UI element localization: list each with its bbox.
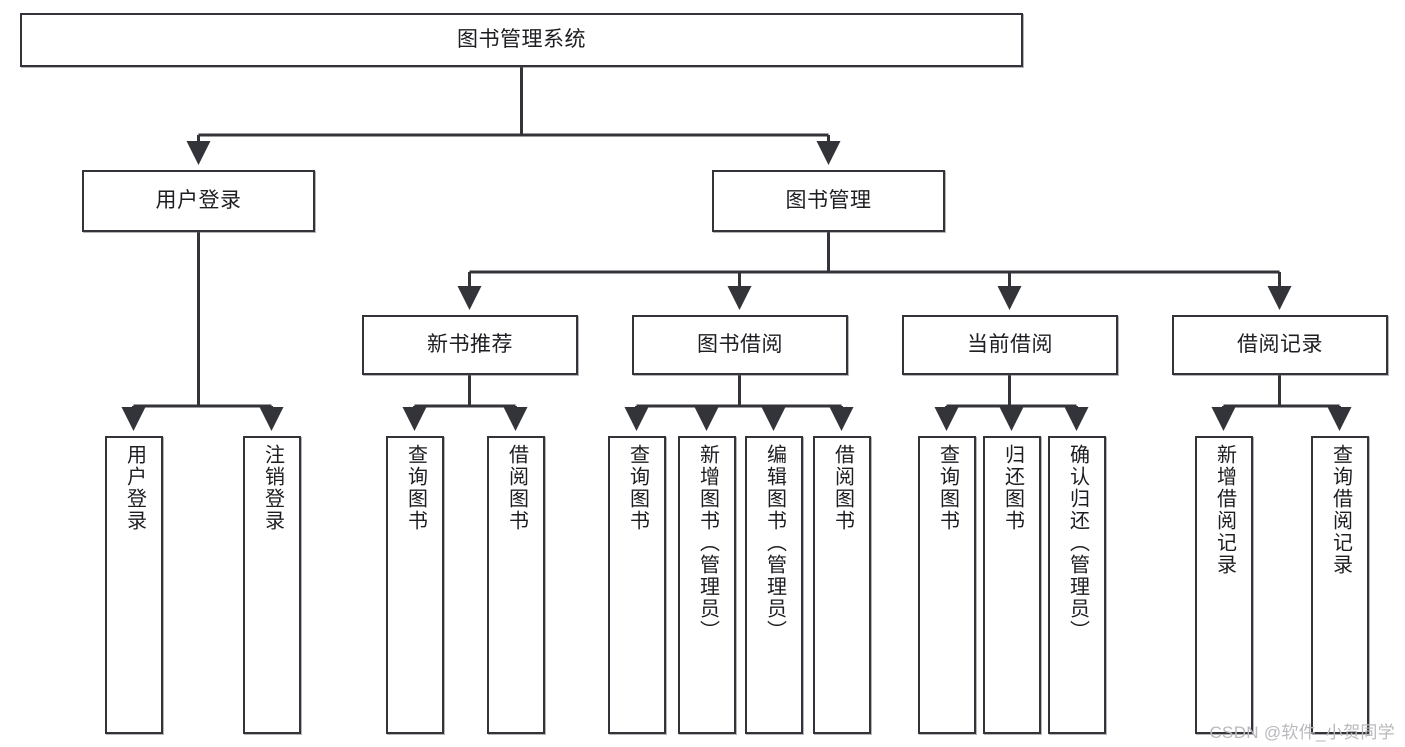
node-borrow-records[interactable]: 借阅记录 xyxy=(1172,315,1388,375)
node-label: 查询图书 xyxy=(936,444,959,532)
node-leaf-borrow-book-recommend[interactable]: 借阅图书 xyxy=(487,436,545,734)
node-new-book-recommend[interactable]: 新书推荐 xyxy=(362,315,578,375)
node-label: 查询借阅记录 xyxy=(1329,444,1352,576)
node-label: 用户登录 xyxy=(123,444,146,532)
node-label: 图书管理系统 xyxy=(457,27,586,51)
node-leaf-query-borrow-record[interactable]: 查询借阅记录 xyxy=(1311,436,1369,734)
node-label: 借阅图书 xyxy=(831,444,854,532)
node-leaf-add-book-admin[interactable]: 新增图书（管理员） xyxy=(678,436,736,734)
node-label: 图书管理 xyxy=(785,188,872,212)
node-leaf-logout[interactable]: 注销登录 xyxy=(243,436,301,734)
node-leaf-return-book[interactable]: 归还图书 xyxy=(983,436,1041,734)
node-label: 当前借阅 xyxy=(967,332,1053,356)
node-leaf-add-borrow-record[interactable]: 新增借阅记录 xyxy=(1195,436,1253,734)
node-label: 新书推荐 xyxy=(427,332,513,356)
node-label: 图书借阅 xyxy=(697,332,783,356)
node-label: 用户登录 xyxy=(155,188,242,212)
node-label: 借阅图书 xyxy=(505,444,528,532)
node-current-borrow[interactable]: 当前借阅 xyxy=(902,315,1118,375)
node-label: 确认归还（管理员） xyxy=(1066,444,1089,642)
node-label: 归还图书 xyxy=(1001,444,1024,532)
node-label: 注销登录 xyxy=(261,444,284,532)
node-label: 新增图书（管理员） xyxy=(696,444,719,642)
node-label: 新增借阅记录 xyxy=(1213,444,1236,576)
node-user-login[interactable]: 用户登录 xyxy=(82,170,315,232)
node-leaf-query-book-borrow[interactable]: 查询图书 xyxy=(608,436,666,734)
node-root-system[interactable]: 图书管理系统 xyxy=(20,13,1023,67)
watermark: CSDN @软件_小贺同学 xyxy=(1209,723,1395,742)
node-leaf-query-book-recommend[interactable]: 查询图书 xyxy=(386,436,444,734)
node-book-borrow[interactable]: 图书借阅 xyxy=(632,315,848,375)
node-leaf-confirm-return-admin[interactable]: 确认归还（管理员） xyxy=(1048,436,1106,734)
node-leaf-query-book-current[interactable]: 查询图书 xyxy=(918,436,976,734)
node-label: 编辑图书（管理员） xyxy=(763,444,786,642)
node-label: 查询图书 xyxy=(404,444,427,532)
node-label: 查询图书 xyxy=(626,444,649,532)
node-leaf-borrow-book[interactable]: 借阅图书 xyxy=(813,436,871,734)
node-leaf-edit-book-admin[interactable]: 编辑图书（管理员） xyxy=(745,436,803,734)
node-label: 借阅记录 xyxy=(1237,332,1323,356)
node-book-management[interactable]: 图书管理 xyxy=(712,170,945,232)
node-leaf-user-login[interactable]: 用户登录 xyxy=(105,436,163,734)
